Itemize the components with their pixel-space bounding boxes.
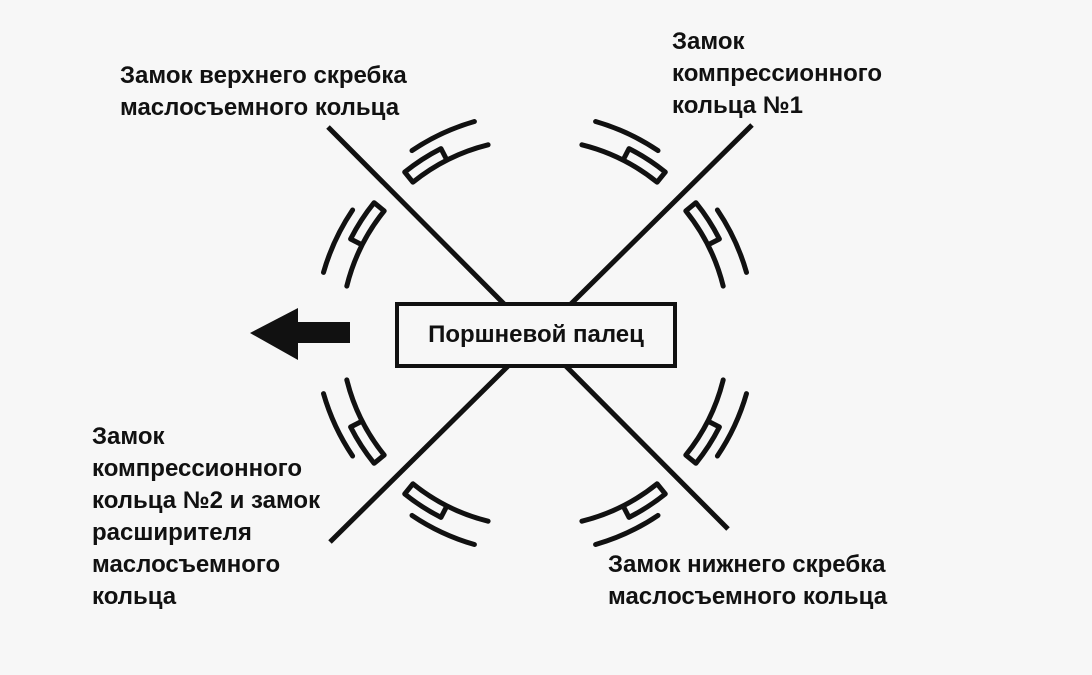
label-compression-ring-1-gap: Замок компрессионного кольца №1: [672, 28, 883, 119]
outer-ring-arc: [321, 207, 356, 275]
outer-ring-arc: [593, 119, 661, 154]
outer-ring-arc: [321, 391, 356, 459]
inner-ring-band: [402, 481, 491, 524]
label-lower-scraper-gap: Замок нижнего скребка маслосъемного коль…: [608, 551, 888, 610]
outer-ring-arc: [714, 207, 749, 275]
outer-ring-arc: [714, 391, 749, 459]
inner-ring-band: [683, 377, 726, 466]
inner-ring-band: [344, 200, 387, 289]
inner-ring-band: [579, 142, 668, 185]
piston-pin-label: Поршневой палец: [428, 321, 644, 348]
inner-ring-band: [402, 142, 491, 185]
piston-pin-box: Поршневой палец: [395, 302, 677, 368]
inner-ring-band: [683, 200, 726, 289]
inner-ring-band: [344, 377, 387, 466]
outer-ring-arc: [593, 512, 661, 547]
outer-ring-arc: [409, 119, 477, 154]
label-upper-scraper-gap: Замок верхнего скребка маслосъемного кол…: [120, 62, 407, 121]
outer-ring-arc: [409, 512, 477, 547]
arrow-left-icon: [250, 308, 350, 360]
inner-ring-band: [579, 481, 668, 524]
label-compression-ring-2-gap: Замок компрессионного кольца №2 и замок …: [92, 423, 321, 610]
